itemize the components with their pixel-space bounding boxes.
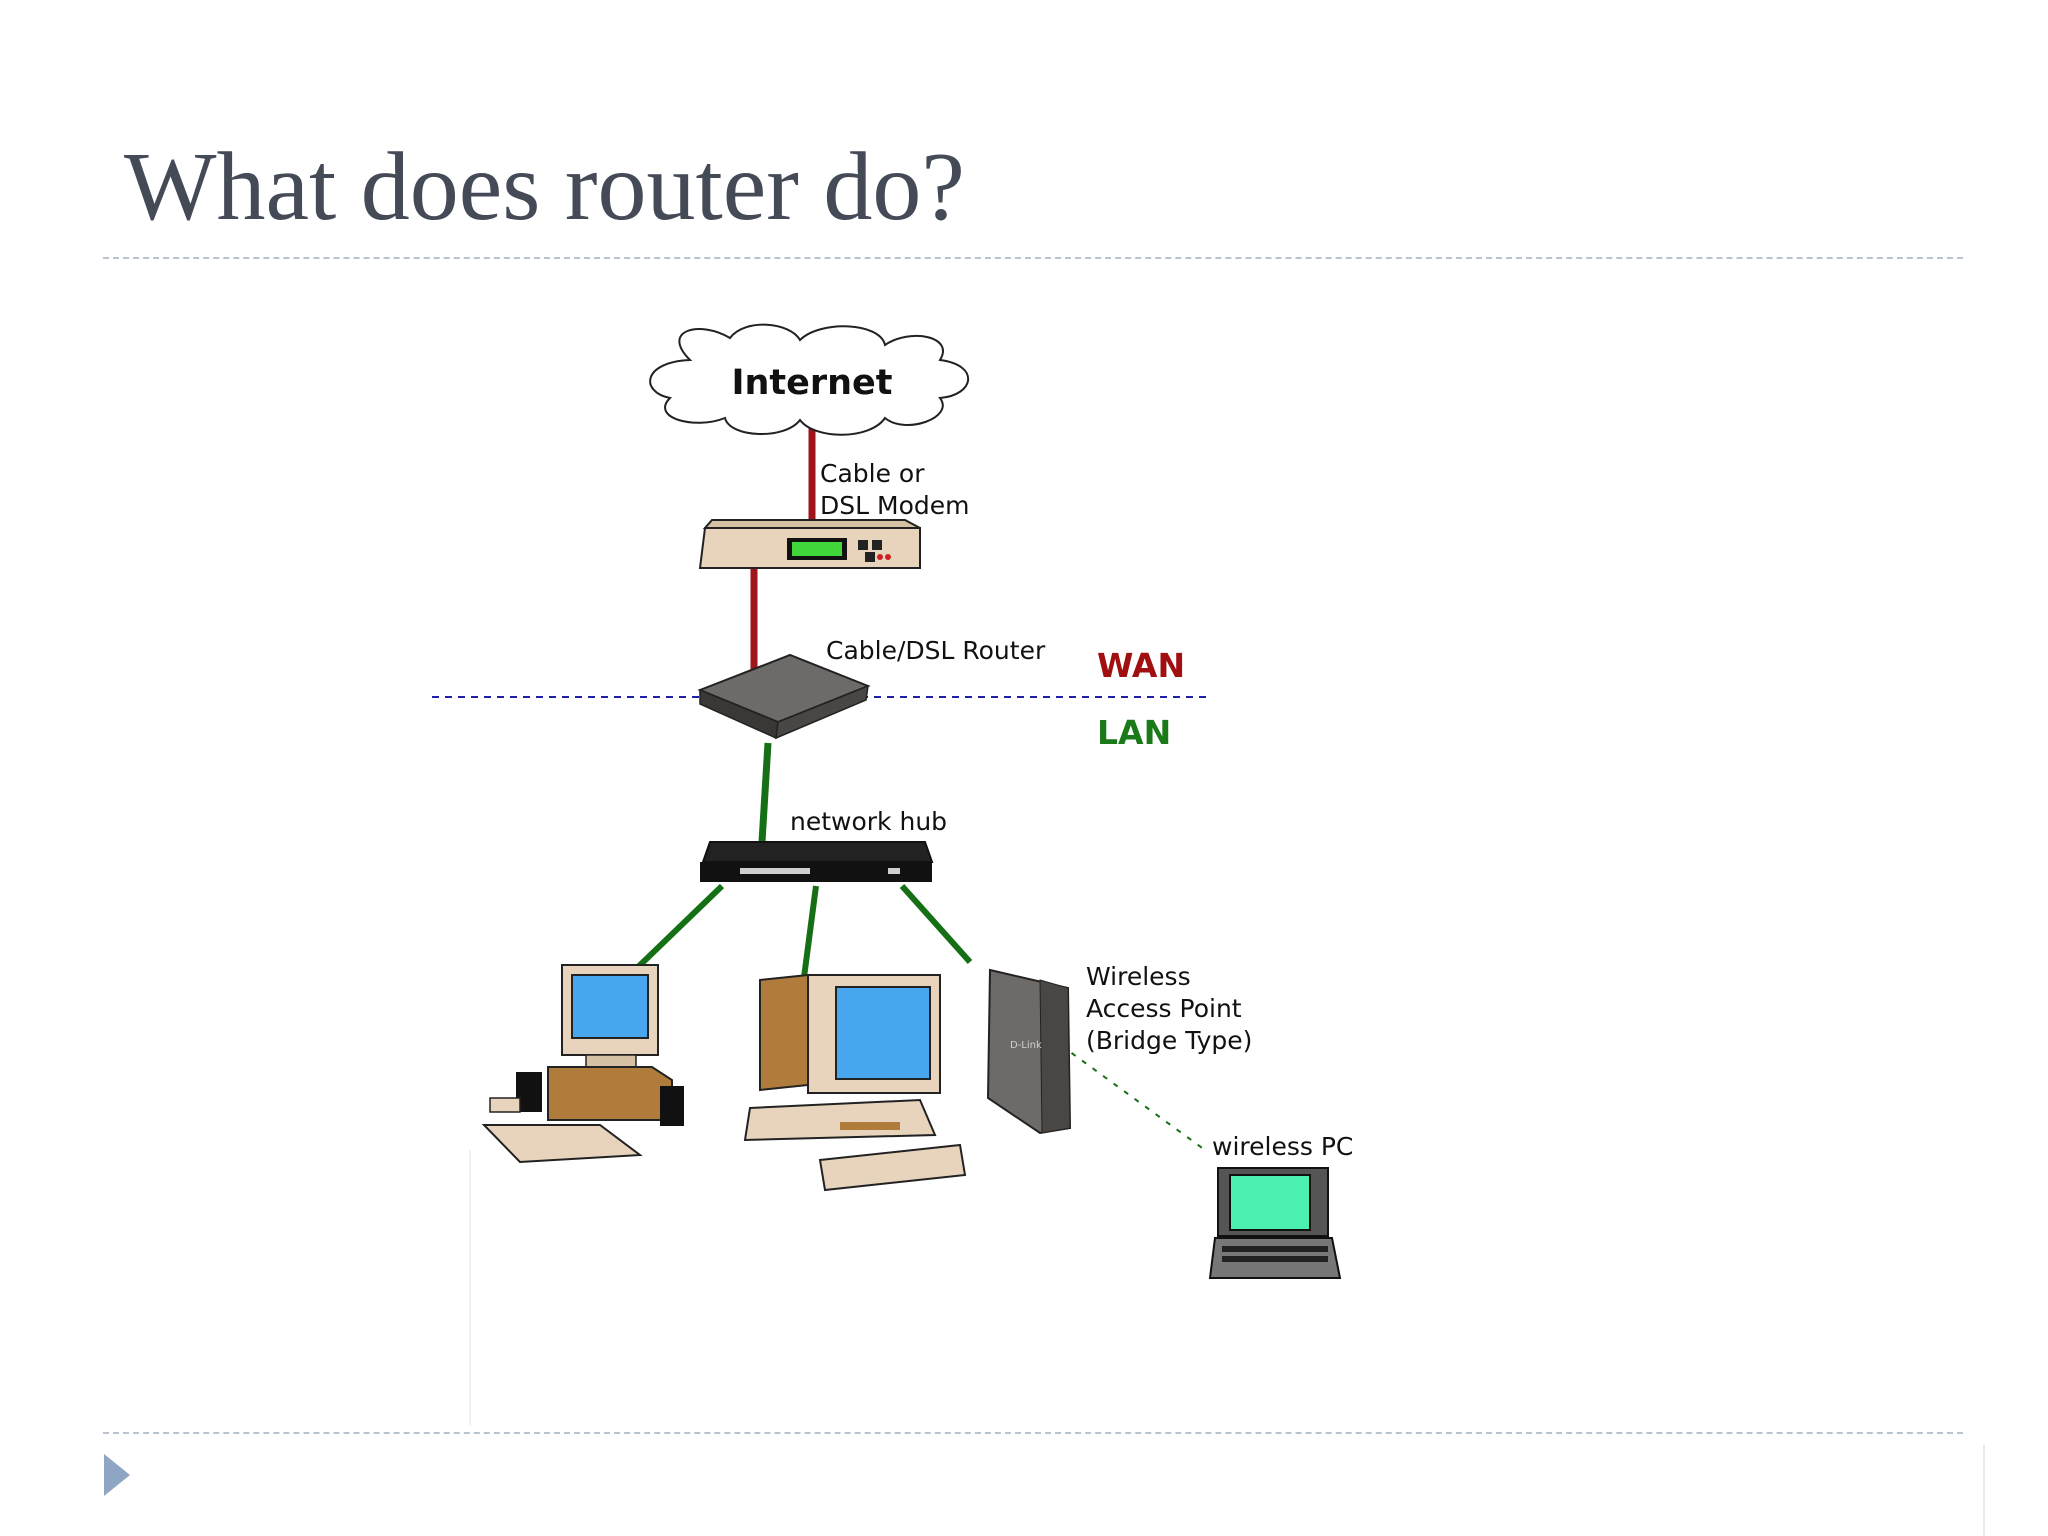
modem-device	[698, 519, 921, 569]
next-slide-arrow-icon[interactable]	[104, 1454, 130, 1496]
slide-title: What does router do?	[124, 133, 965, 241]
lan-label: LAN	[1097, 713, 1171, 752]
slide-edge	[1983, 1445, 1985, 1536]
router-label: Cable/DSL Router	[826, 636, 1046, 665]
router-hub-link	[758, 742, 772, 843]
router-device	[697, 653, 871, 740]
ap-label-line3: (Bridge Type)	[1086, 1026, 1252, 1055]
internet-cloud: Internet	[649, 323, 970, 436]
wireless-access-point: D-Link	[986, 968, 1072, 1135]
svg-text:D-Link: D-Link	[1010, 1040, 1042, 1051]
hub-pc1-link	[634, 883, 725, 971]
footer-divider	[103, 1432, 1963, 1434]
wan-label: WAN	[1097, 646, 1185, 685]
modem-label-line1: Cable or	[820, 459, 925, 488]
hub-ap-link	[899, 883, 973, 965]
wireless-pc-label: wireless PC	[1212, 1132, 1353, 1161]
wireless-link	[1039, 1029, 1206, 1151]
wireless-laptop	[1208, 1167, 1342, 1279]
hub-pc2-link	[800, 885, 819, 986]
desktop-pc-2	[743, 973, 967, 1192]
internet-label: Internet	[731, 363, 892, 403]
hub-device	[700, 841, 934, 882]
title-divider	[103, 257, 1963, 259]
ap-label-line2: Access Point	[1086, 994, 1242, 1023]
hub-label: network hub	[790, 807, 947, 836]
modem-label-line2: DSL Modem	[820, 491, 969, 520]
network-links	[634, 425, 1206, 1151]
ap-label-line1: Wireless	[1086, 962, 1191, 991]
desktop-pc-1	[481, 964, 684, 1164]
